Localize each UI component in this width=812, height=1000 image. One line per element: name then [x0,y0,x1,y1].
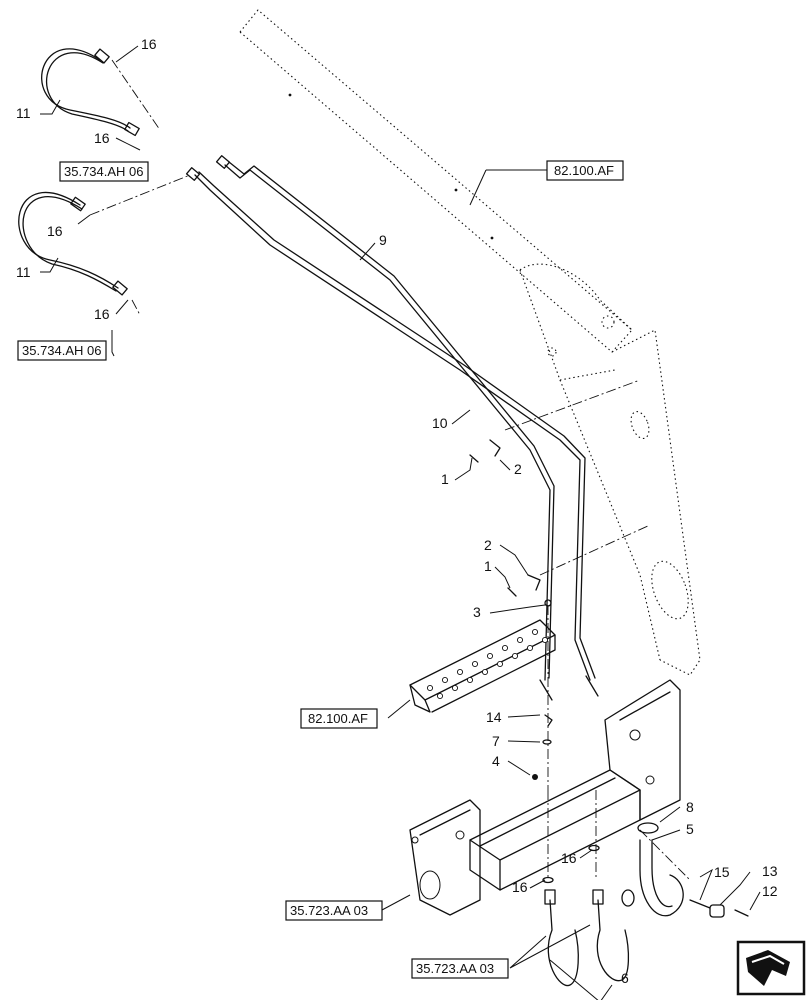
ref-box-35734-ah06-b[interactable]: 35.734.AH 06 [17,340,107,361]
next-page-arrow-icon[interactable] [736,940,806,996]
ref-box-35723-aa03-b[interactable]: 35.723.AA 03 [411,958,509,979]
lower-hoses [542,844,630,987]
callout-1-a: 1 [441,471,449,487]
callout-2-a: 2 [514,461,522,477]
leader-lines [40,45,761,1000]
callout-10: 10 [432,415,448,431]
svg-text:35.734.AH 06: 35.734.AH 06 [64,164,144,179]
reference-labels: 35.734.AH 06 35.734.AH 06 82.100.AF 82.1… [17,160,624,979]
callout-15: 15 [714,864,730,880]
hose-5-assembly [621,822,749,918]
callouts: 16 11 16 16 11 16 9 10 1 2 2 1 3 14 7 4 … [16,36,778,986]
callout-16-c: 16 [47,223,63,239]
callout-11-b: 11 [16,264,31,280]
callout-7: 7 [492,733,500,749]
hose-upper [41,48,140,137]
callout-16-d: 16 [94,306,110,322]
ref-box-82100-af-b[interactable]: 82.100.AF [300,708,378,729]
callout-11-a: 11 [16,105,31,121]
callout-4: 4 [492,753,500,769]
callout-2-b: 2 [484,537,492,553]
callout-3: 3 [473,604,481,620]
svg-text:82.100.AF: 82.100.AF [308,711,368,726]
svg-text:82.100.AF: 82.100.AF [554,163,614,178]
callout-16-b: 16 [94,130,110,146]
callout-16-e: 16 [561,850,577,866]
cross-member [409,679,681,916]
callout-16-a: 16 [141,36,157,52]
svg-text:35.734.AH 06: 35.734.AH 06 [22,343,102,358]
hose-lower [18,191,128,296]
callout-1-b: 1 [484,558,492,574]
loader-arm [239,9,701,676]
ref-box-82100-af-a[interactable]: 82.100.AF [546,160,624,181]
svg-text:35.723.AA 03: 35.723.AA 03 [290,903,368,918]
steel-tubes [185,155,599,701]
alignment-lines [89,59,691,881]
callout-16-f: 16 [512,879,528,895]
callout-5: 5 [686,821,694,837]
ref-box-35734-ah06-a[interactable]: 35.734.AH 06 [59,161,149,182]
callout-14: 14 [486,709,502,725]
ref-box-35723-aa03-a[interactable]: 35.723.AA 03 [285,900,383,921]
step-plate [409,619,556,713]
callout-13: 13 [762,863,778,879]
callout-12: 12 [762,883,778,899]
callout-6: 6 [621,970,629,986]
clips-bolts [469,439,553,780]
callout-8: 8 [686,799,694,815]
callout-9: 9 [379,232,387,248]
svg-text:35.723.AA 03: 35.723.AA 03 [416,961,494,976]
